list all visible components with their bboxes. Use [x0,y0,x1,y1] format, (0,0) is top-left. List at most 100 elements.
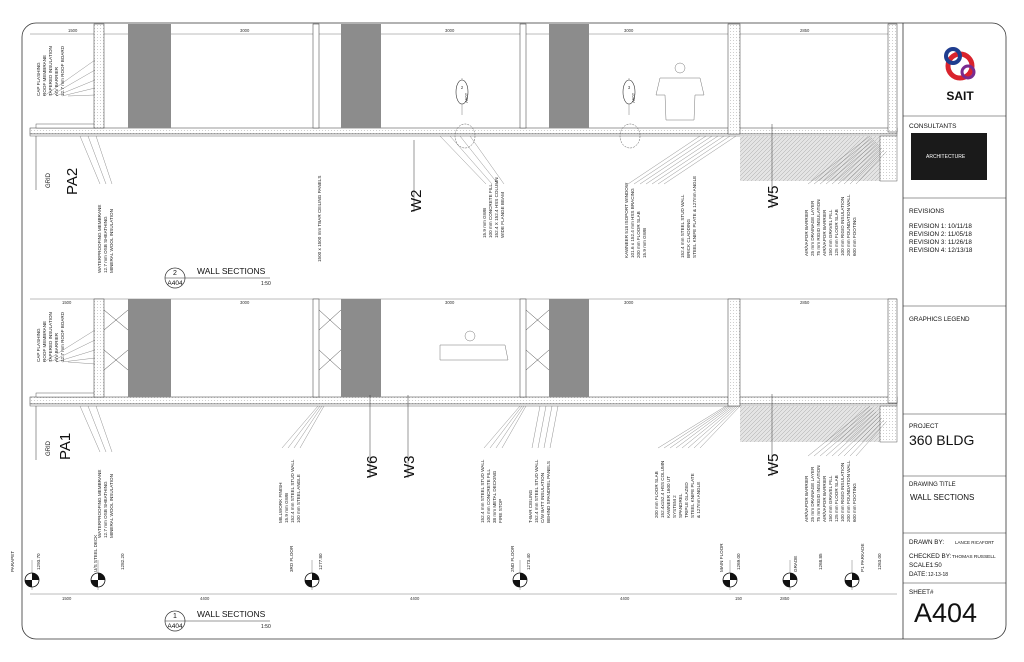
note: 100 mm CONCRETE FILL [486,468,491,523]
dim-top-2: 3000 [240,300,250,305]
note: 100 mm STEEL ANGLE [296,474,301,523]
note: AIR/VAPOR BARRIER [804,475,809,522]
date-label: DATE: [909,571,927,578]
checked-by: THOMAS RUSSELL [952,554,996,560]
level-elev: 1282.20 [120,553,125,570]
wall-tag: W6 [364,456,381,479]
note: 75 mm RIGID INSULATION [816,465,821,522]
level-elev: 1293.70 [36,553,41,570]
note: BEHIND SPANDREL PANELS [546,461,551,523]
note: AIR/VAPOR BARRIER [822,475,827,522]
callout-number: 2 [461,85,464,90]
spandrel-panel [341,299,381,397]
section-tag-sheet: A404 [167,623,183,630]
level-elev: 1268.85 [818,553,823,570]
level-name: GRADE [793,556,798,572]
dim-top-1: 1500 [62,300,72,305]
section-title: WALL SECTIONS [197,266,266,276]
revision-2: REVISION 2: 11/05/18 [909,231,972,238]
level-name: 2ND FLOOR [510,545,515,572]
dim-top-1: 1500 [68,28,78,33]
sheet-label: SHEET# [909,589,934,596]
dim-bottom-4: 4400 [620,596,630,601]
wall-tag: W3 [401,456,418,479]
dim-top-3: 3000 [445,300,455,305]
note: BRICK CLADDING [686,219,691,258]
revisions-label: REVISIONS [909,208,945,215]
note: ROOF MEMBRANE [42,55,47,96]
level-name: 3RD FLOOR [289,545,294,572]
human-figure [655,62,705,121]
sait-logo: SAIT [944,47,976,103]
note: 152.4 mm STEEL STUD WALL [480,459,485,523]
level-markers: PARAPET 1293.70 U/S STEEL DECK 1282.20 3… [10,534,882,590]
wall-tag: W5 [765,186,782,209]
note: 25 mm DRAINAGE LAYER [810,466,815,522]
note: 75 mm RIGID INSULATION [816,199,821,256]
note: AIR/VAPOR BARRIER [804,209,809,256]
level-name: U/S STEEL DECK [93,534,98,572]
spandrel-panel [341,24,381,128]
note: WATERPROOFING MEMBRANE [97,205,102,273]
note: 200 mm FLOOR SLAB [636,211,641,258]
callout-sheet: A602 [464,92,469,102]
note: TRIPLE GLAZED [684,482,689,518]
title-block: SAIT CONSULTANTS ARCHITECTURE REVISIONS … [903,47,1006,628]
revision-4: REVISION 4: 12/13/18 [909,247,973,254]
note: 125 mm FLOOR SLAB [834,475,839,522]
detail-callout: 3 A602 [622,78,636,115]
dim-top-3: 3000 [445,28,455,33]
project-label: PROJECT [909,423,939,430]
note: 1500 x 1500 mm TBAR CEILING PANELS [317,176,322,262]
dim-top-4: 3000 [624,300,634,305]
note: 125 mm FLOOR SLAB [834,209,839,256]
dim-bottom-2: 4400 [200,596,210,601]
note: 200 mm FOUNDATION WALL [846,460,851,522]
note: SPANDREL [678,493,683,518]
note: STEEL KNIFE PLATE [690,473,695,518]
note: 152.4 X 152.4 HSS COLUMN [494,177,499,238]
callout-number: 3 [628,85,631,90]
revision-1: REVISION 1: 10/11/18 [909,223,972,230]
section-scale: 1:50 [261,624,271,630]
note: 152.4 mm STEEL STUD WALL [534,459,539,523]
dim-bottom-3: 4400 [410,596,420,601]
note: 15.9 mm GWB [284,493,289,523]
spandrel-panel [128,299,171,397]
spandrel-panel [128,24,171,128]
human-figure [439,330,509,361]
checked-by-label: CHECKED BY: [909,553,952,560]
level-marker: 2ND FLOOR 1273.40 [510,545,531,590]
level-marker: P1 PARKADE 1263.00 [844,543,882,590]
note: MINERAL WOOL INSULATION [109,209,114,273]
note: TAPERED INSULATION [48,46,53,96]
drawing-title-label: DRAWING TITLE [909,482,956,488]
drawing-title: WALL SECTIONS [910,493,974,502]
level-elev: 1277.80 [318,553,323,570]
note: KAWNEER 518 ISOPORT WINDOW [624,182,629,258]
grid-label: GRID [46,440,52,456]
dim-top-5: 2850 [800,300,810,305]
note: 12.7 mm OSB SHEATHING [103,481,108,538]
scale-label: SCALE: [909,562,932,569]
note: 12.7 mm ROOF BOARD [60,311,65,362]
consultants-label: CONSULTANTS [909,123,957,130]
note: 150 mm GRAVEL FILL [828,475,833,522]
level-elev: 1273.40 [526,553,531,570]
note: FIRE STOP [498,499,503,523]
dim-top-2: 3000 [240,28,250,33]
detail-callout: 2 A602 [455,78,469,115]
note: 12.7 mm OSB SHEATHING [103,216,108,273]
note: ROOF MEMBRANE [42,321,47,362]
wall-tag: W5 [765,454,782,477]
note: 38 mm METAL DECKING [492,470,497,523]
note: 600 mm FOOTING [852,483,857,522]
note: 600 mm FOOTING [852,217,857,256]
note: 152.4 mm STEEL STUD WALL [290,459,295,523]
note: 150 mm GRAVEL FILL [828,209,833,256]
sheet-number: A404 [914,598,977,628]
note: SYSTEM 2 [672,495,677,518]
drawn-by: LANCE RICAFORT [955,540,994,545]
note: 15.9 mm GWB [642,228,647,258]
section-tag-sheet: A404 [167,280,183,287]
